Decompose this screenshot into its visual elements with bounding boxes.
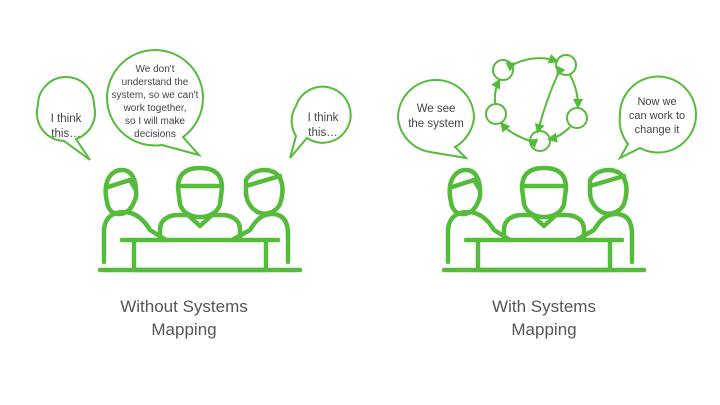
team-meeting-icon: [100, 168, 300, 270]
system-node: [566, 107, 588, 129]
right-speech-bubble-2: [617, 75, 697, 161]
system-node: [529, 130, 551, 152]
system-node: [492, 59, 514, 81]
system-arrow: [491, 78, 501, 104]
left-bubble-1-text: I think this…: [50, 113, 82, 140]
system-node: [555, 54, 577, 76]
system-arrow: [547, 126, 571, 143]
left-speech-bubble-3: [289, 85, 352, 159]
system-arrow: [569, 74, 583, 109]
right-bubble-2-text: Now we can work to change it: [628, 95, 686, 137]
left-speech-bubble-2: [105, 49, 205, 157]
system-arrow: [534, 65, 566, 134]
right-caption: With Systems Mapping: [492, 297, 596, 339]
system-arrow: [500, 121, 539, 149]
system-arrow: [505, 53, 559, 72]
right-speech-bubble-1: [396, 79, 476, 160]
system-loop-icon: [485, 53, 588, 152]
right-bubble-1-text: We see the system: [408, 103, 464, 130]
left-bubble-3-text: I think this…: [307, 112, 339, 139]
team-meeting-icon: [444, 168, 644, 270]
left-speech-bubble-1: [35, 76, 97, 161]
left-caption: Without Systems Mapping: [120, 297, 248, 339]
left-bubble-2-text: We don't understand the system, so we ca…: [111, 64, 199, 140]
system-node: [485, 103, 507, 125]
